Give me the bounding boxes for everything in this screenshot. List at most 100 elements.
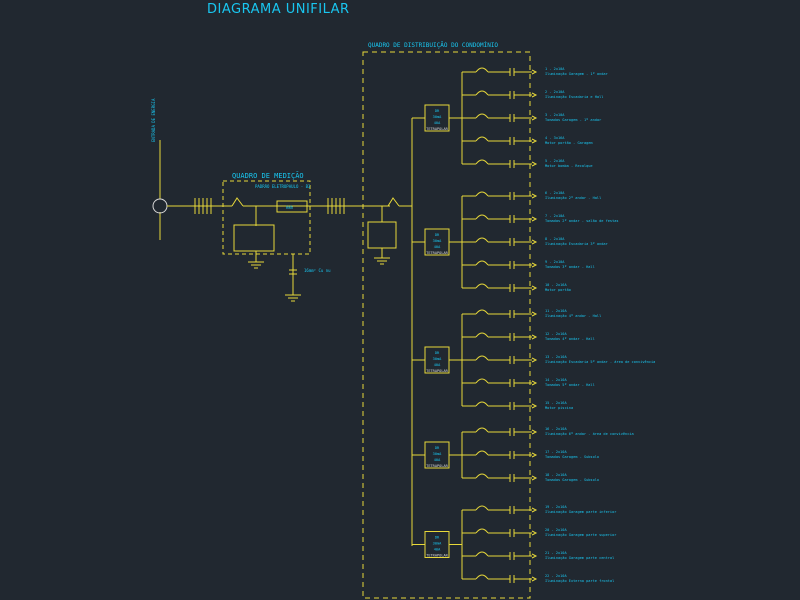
- circuit-description: Motor piscina: [545, 406, 573, 410]
- circuit-breaker-symbol: [475, 378, 489, 384]
- meter-box-frame: [222, 180, 311, 255]
- circuit-breaker-symbol: [475, 260, 489, 266]
- circuit-description: Iluminação 6º andar - área de convivênci…: [545, 432, 634, 436]
- meter-label: kWh: [286, 205, 294, 210]
- circuit-code: 11 - 2x10A: [545, 309, 567, 313]
- circuit-arrow: [531, 311, 538, 317]
- circuit-code: 5 - 2x16A: [545, 159, 565, 163]
- supply-label: ENTRADA DE ENERGIA: [151, 98, 156, 142]
- circuit-arrow: [531, 475, 538, 481]
- circuit-description: Iluminação Escadaria 3º andar: [545, 242, 609, 246]
- group-breaker-label: TETRAPOLAR: [426, 251, 448, 255]
- distribution-box-title: QUADRO DE DISTRIBUIÇÃO DO CONDOMÍNIO: [368, 41, 498, 49]
- circuit-arrow: [531, 262, 538, 268]
- circuit-description: Iluminação Garagem parte inferior: [545, 510, 617, 514]
- circuit-arrow: [531, 115, 538, 121]
- circuit-arrow: [531, 334, 538, 340]
- group-breaker-label: DR: [435, 233, 440, 237]
- circuit-code: 13 - 2x10A: [545, 355, 567, 359]
- circuit-breaker-symbol: [475, 505, 489, 511]
- circuit-arrow: [531, 452, 538, 458]
- meter-ground-box: [233, 224, 275, 252]
- circuit-arrow: [531, 429, 538, 435]
- circuit-code: 8 - 2x10A: [545, 237, 565, 241]
- circuit-breaker-symbol: [475, 427, 489, 433]
- circuit-breaker-symbol: [475, 551, 489, 557]
- circuit-description: Motor portão - Garagem: [545, 141, 593, 145]
- circuit-description: Iluminação Escadaria 5º andar - área de …: [545, 360, 655, 364]
- circuit-arrow: [531, 161, 538, 167]
- circuit-breaker-symbol: [475, 332, 489, 338]
- circuit-breaker-symbol: [475, 473, 489, 479]
- group-breaker-label: TETRAPOLAR: [426, 127, 448, 131]
- group-breaker-label: DR: [435, 109, 440, 113]
- circuit-breaker-symbol: [475, 401, 489, 407]
- circuit-description: Iluminação Escadaria e Hall: [545, 95, 603, 99]
- circuit-breaker-symbol: [475, 90, 489, 96]
- circuit-breaker-symbol: [475, 136, 489, 142]
- group-breaker-label: 40A: [434, 363, 441, 367]
- group-breaker-label: 40A: [434, 245, 441, 249]
- circuit-code: 18 - 2x10A: [545, 473, 567, 477]
- circuit-arrow: [531, 138, 538, 144]
- circuit-description: Tomadas Garagem - 1º andar: [545, 118, 602, 122]
- circuit-arrow: [531, 193, 538, 199]
- circuit-arrow: [531, 403, 538, 409]
- page-title: DIAGRAMA UNIFILAR: [207, 2, 350, 17]
- circuit-code: 9 - 2x10A: [545, 260, 565, 264]
- circuit-code: 10 - 2x16A: [545, 283, 567, 287]
- circuit-breaker-symbol: [475, 283, 489, 289]
- circuit-code: 16 - 2x10A: [545, 427, 567, 431]
- circuit-description: Iluminação Externa parte frontal: [545, 579, 614, 583]
- circuit-code: 14 - 2x10A: [545, 378, 567, 382]
- circuit-arrow: [531, 507, 538, 513]
- panel-ground-box: [367, 221, 397, 249]
- ground-label: 16mm² Cu nu: [304, 268, 331, 273]
- circuit-code: 22 - 2x10A: [545, 574, 567, 578]
- circuit-breaker-symbol: [475, 113, 489, 119]
- group-breaker-label: 40A: [434, 121, 441, 125]
- circuit-arrow: [531, 239, 538, 245]
- circuit-description: Iluminação 2º andar - Hall: [545, 196, 601, 200]
- circuit-code: 15 - 2x16A: [545, 401, 567, 405]
- circuit-description: Tomadas 4º andar - Hall: [545, 337, 595, 341]
- group-breaker-label: 40A: [434, 548, 441, 552]
- circuit-arrow: [531, 92, 538, 98]
- circuit-description: Motor bomba - Recalque: [545, 164, 593, 168]
- circuit-description: Iluminação Garagem - 1º andar: [545, 72, 609, 76]
- circuit-code: 12 - 2x10A: [545, 332, 567, 336]
- circuit-breaker-symbol: [475, 191, 489, 197]
- circuit-code: 17 - 2x10A: [545, 450, 567, 454]
- general-breaker-symbol: [387, 197, 400, 207]
- circuit-arrow: [531, 357, 538, 363]
- circuit-code: 2 - 2x10A: [545, 90, 565, 94]
- circuit-code: 3 - 2x10A: [545, 113, 565, 117]
- meter-symbol: [276, 200, 308, 213]
- circuit-breaker-symbol: [475, 309, 489, 315]
- group-breaker-label: 40A: [434, 458, 441, 462]
- circuit-arrow: [531, 380, 538, 386]
- circuit-description: Tomadas Garagem - Subsolo: [545, 455, 599, 459]
- circuit-arrow: [531, 69, 538, 75]
- circuit-arrow: [531, 216, 538, 222]
- supply-source-symbol: [152, 198, 168, 214]
- circuit-code: 6 - 2x10A: [545, 191, 565, 195]
- group-breaker-label: 30mA: [433, 542, 442, 546]
- circuit-description: Iluminação 4º andar - Hall: [545, 314, 601, 318]
- circuit-description: Tomadas Garagem - Subsolo: [545, 478, 599, 482]
- circuit-arrow: [531, 285, 538, 291]
- circuit-breaker-symbol: [475, 214, 489, 220]
- circuit-arrow: [531, 530, 538, 536]
- group-breaker-label: 30mA: [433, 357, 442, 361]
- circuit-breaker-symbol: [475, 528, 489, 534]
- circuit-arrow: [531, 576, 538, 582]
- circuit-description: Iluminação Garagem parte central: [545, 556, 614, 560]
- group-breaker-label: DR: [435, 446, 440, 450]
- group-breaker-label: DR: [435, 351, 440, 355]
- circuit-description: Iluminação Garagem parte superior: [545, 533, 617, 537]
- meter-box-title: QUADRO DE MEDIÇÃO: [232, 171, 304, 180]
- circuit-description: Tomadas 2º andar - salão de festas: [545, 219, 619, 223]
- main-breaker-symbol: [231, 197, 244, 207]
- circuit-breaker-symbol: [475, 237, 489, 243]
